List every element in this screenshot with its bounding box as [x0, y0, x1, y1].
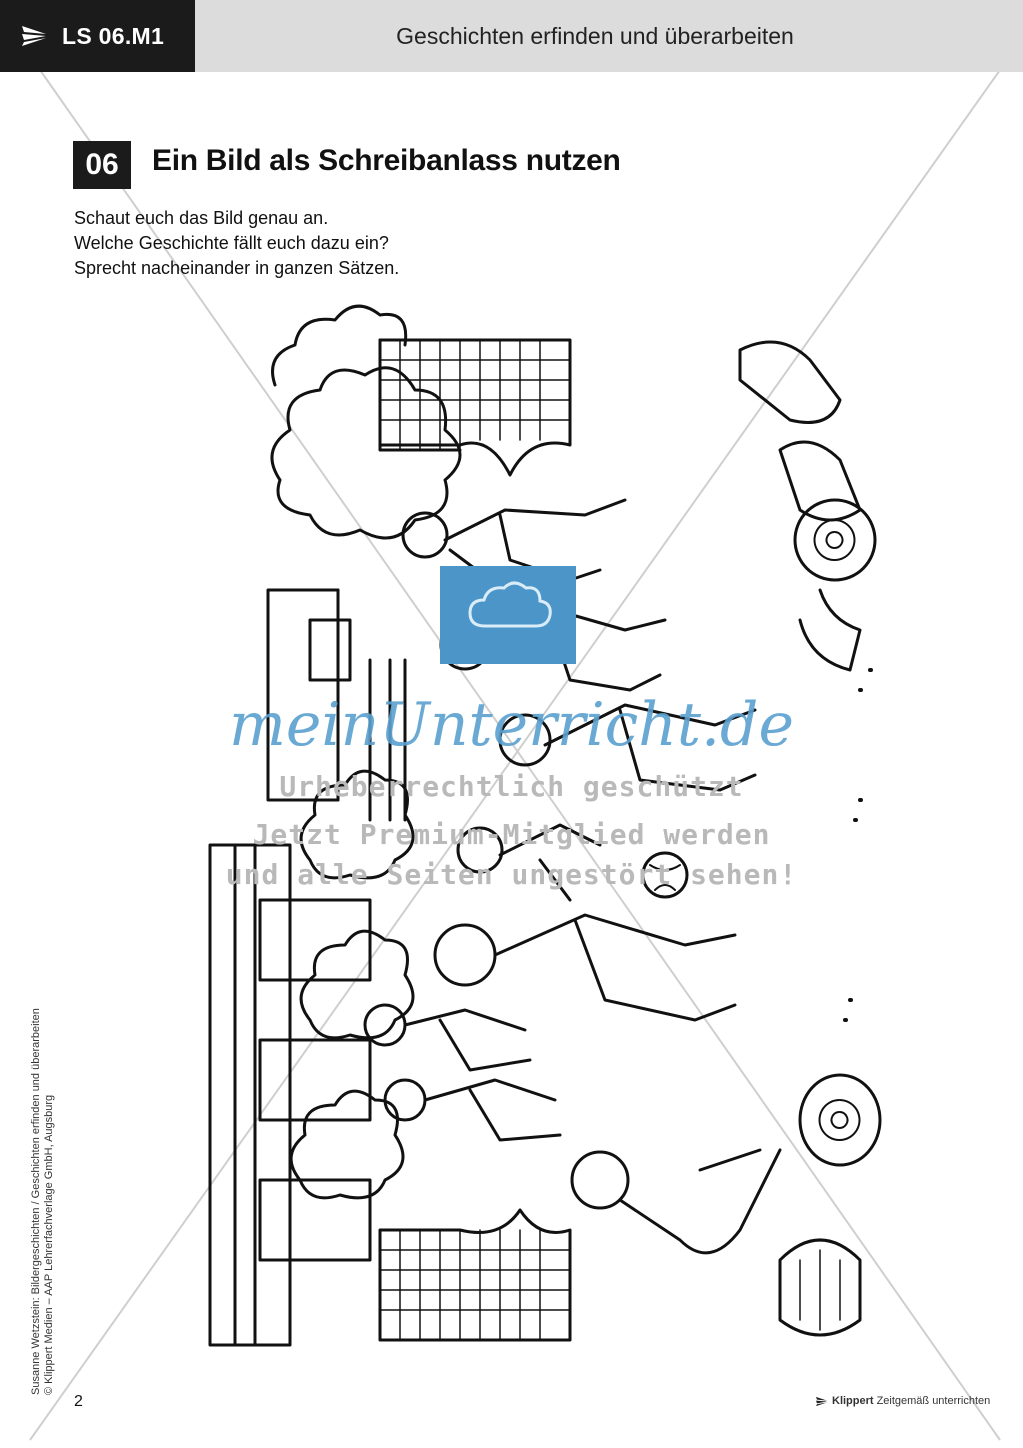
child-spectator	[363, 1003, 532, 1072]
child-spectator	[383, 1078, 562, 1142]
instruction-line: Schaut euch das Bild genau an.	[74, 208, 329, 228]
klippert-logo-icon	[816, 1396, 828, 1406]
section-number: 06	[73, 141, 131, 189]
klippert-logo-icon	[22, 26, 46, 46]
credit-line: Susanne Wetzstein: Bildergeschichten / G…	[30, 1008, 42, 1395]
watermark-line-1: Urheberrechtlich geschützt	[279, 770, 744, 803]
footer-brand-name: Klippert	[832, 1395, 874, 1407]
watermark-logo-box	[440, 566, 576, 664]
section-title: Ein Bild als Schreibanlass nutzen	[152, 144, 621, 177]
page-number: 2	[74, 1393, 83, 1410]
schoolbag	[778, 1238, 862, 1337]
tree-stump	[798, 1073, 882, 1167]
lesson-code-badge: LS 06.M1	[0, 0, 195, 72]
goal-top	[378, 338, 572, 477]
child-player	[433, 913, 737, 1022]
child-sitting	[570, 1148, 782, 1255]
ball	[641, 851, 689, 899]
cloud-icon	[468, 581, 552, 628]
school-building	[208, 588, 372, 1347]
instruction-line: Welche Geschichte fällt euch dazu ein?	[74, 233, 389, 253]
header-bar: LS 06.M1 Geschichten erfinden und überar…	[0, 0, 1023, 72]
tree-log	[793, 498, 877, 672]
watermark-line-2: Jetzt Premium-Mitglied werden	[252, 818, 771, 851]
bush	[289, 769, 415, 1200]
watermark-brand: meinUnterricht.de	[229, 690, 794, 760]
goal-bottom	[378, 1208, 572, 1342]
instruction-line: Sprecht nacheinander in ganzen Sätzen.	[74, 258, 400, 278]
ground-dots	[843, 668, 873, 1022]
credit-line: © Klippert Medien – AAP Lehrerfachverlag…	[43, 1094, 55, 1395]
tree	[270, 304, 462, 540]
instructions: Schaut euch das Bild genau an. Welche Ge…	[74, 206, 399, 281]
footer-brand: Klippert Zeitgemäß unterrichten	[815, 1395, 990, 1407]
side-credit: Susanne Wetzstein: Bildergeschichten / G…	[30, 1008, 56, 1395]
schoolyard-football-illustration	[208, 304, 882, 1347]
child-player	[456, 823, 602, 902]
header-title: Geschichten erfinden und überarbeiten	[396, 22, 794, 49]
lesson-code: LS 06.M1	[62, 22, 165, 49]
child-player	[498, 703, 757, 792]
steps	[368, 658, 407, 822]
watermark-line-3: und alle Seiten ungestört sehen!	[225, 858, 798, 891]
footer-tagline: Zeitgemäß unterrichten	[876, 1395, 991, 1407]
schoolbag	[738, 340, 862, 522]
